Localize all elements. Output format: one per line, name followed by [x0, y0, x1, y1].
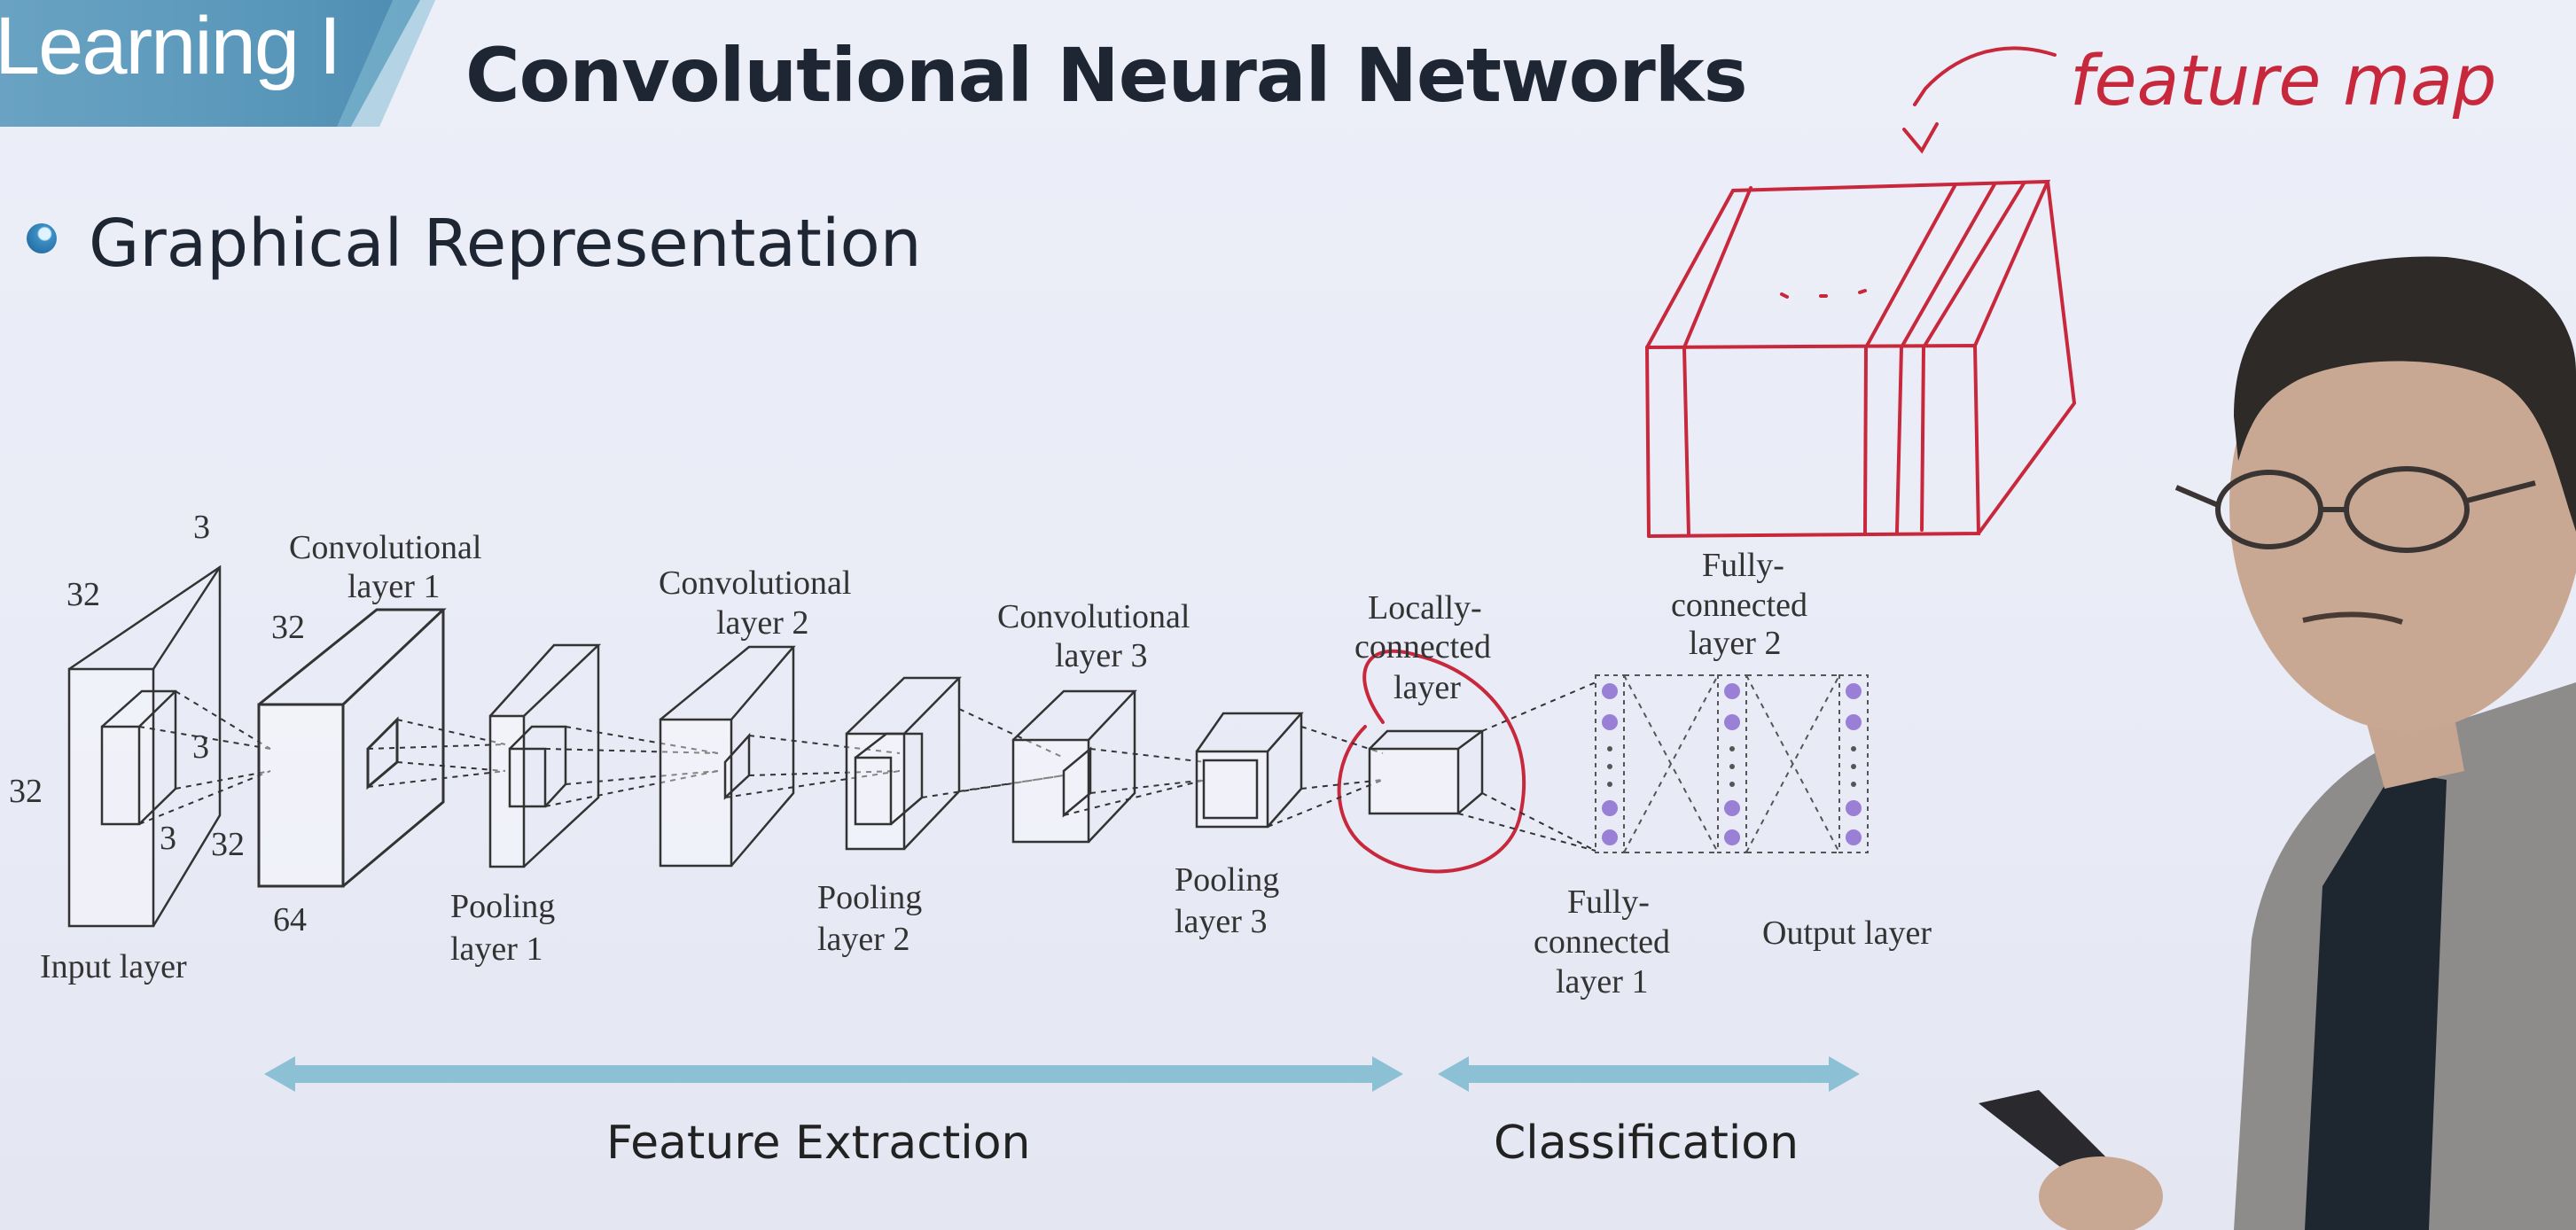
sketch-front: [1645, 343, 1981, 538]
label-fc1-line1: Fully-: [1567, 884, 1650, 921]
label-fc2-line3: layer 2: [1689, 625, 1781, 662]
label-local-line1: Locally-: [1368, 589, 1482, 627]
bullet-icon: [27, 223, 57, 253]
label-pool1-line2: layer 1: [450, 930, 543, 968]
label-conv3-line1: Convolutional: [997, 598, 1190, 635]
pool1-box: [488, 643, 602, 868]
label-classification: Classification: [1494, 1117, 1799, 1170]
sketch-side: [1977, 180, 2077, 535]
dim-conv1-depth: 64: [273, 901, 307, 938]
section-arrows: [264, 1056, 1860, 1092]
input-conv-lines: [138, 690, 271, 825]
sketch-top: [1645, 179, 2051, 349]
label-conv1-line2: layer 1: [347, 568, 440, 605]
input-layer-box: [67, 564, 222, 928]
pool2-box: [845, 676, 962, 851]
fully-connected-network: [1595, 674, 1869, 853]
label-feature-extraction: Feature Extraction: [606, 1117, 1031, 1170]
label-fc2-line2: connected: [1671, 587, 1807, 624]
conv1-box: [257, 608, 447, 888]
label-pool2-line1: Pooling: [817, 879, 922, 916]
label-fc2-line1: Fully-: [1702, 547, 1784, 584]
dim-kernel-c: 32: [211, 826, 245, 863]
dim-conv1-h: 32: [271, 609, 305, 646]
label-fc1-line2: connected: [1534, 923, 1670, 961]
label-local-line3: layer: [1393, 669, 1461, 706]
sketch-arrowhead: [1902, 122, 1939, 154]
label-input-layer: Input layer: [40, 948, 187, 985]
label-conv2-line1: Convolutional: [659, 564, 851, 602]
conv3-box: [1011, 689, 1137, 844]
sketch-line: [1645, 346, 1651, 538]
dim-kernel-b: 3: [160, 820, 176, 857]
classification-arrow: [1438, 1056, 1860, 1092]
course-tag: Learning I: [0, 1, 341, 91]
presenter: [1979, 256, 2576, 1230]
dim-input-h: 32: [66, 576, 100, 613]
conv2-box: [659, 645, 796, 868]
feature-extraction-arrow: [264, 1056, 1403, 1092]
label-conv3-line2: layer 3: [1055, 637, 1147, 674]
label-fc1-line3: layer 1: [1556, 963, 1648, 1000]
label-output-layer: Output layer: [1762, 915, 1932, 952]
label-local-line2: connected: [1354, 628, 1491, 666]
local-layer-box: [1368, 729, 1486, 815]
handwritten-feature-map: feature map: [2070, 42, 2496, 121]
label-pool2-line2: layer 2: [817, 921, 909, 958]
label-conv1-line1: Convolutional: [289, 529, 481, 566]
dim-input-depth: 3: [193, 509, 210, 546]
label-pool3-line1: Pooling: [1175, 861, 1279, 899]
label-conv2-line2: layer 2: [716, 604, 808, 642]
pool3-box: [1195, 712, 1304, 829]
page-title: Convolutional Neural Networks: [465, 32, 1748, 119]
label-pool3-line2: layer 3: [1175, 903, 1267, 940]
dim-kernel-a: 3: [192, 728, 209, 766]
local-layer-circle: [1337, 649, 1526, 874]
feature-map-sketch: [1337, 46, 2077, 874]
dim-input-side: 32: [9, 773, 43, 810]
section-subtitle: Graphical Representation: [89, 206, 922, 282]
label-pool1-line1: Pooling: [450, 888, 555, 925]
sketch-arrow: [1913, 46, 2057, 106]
